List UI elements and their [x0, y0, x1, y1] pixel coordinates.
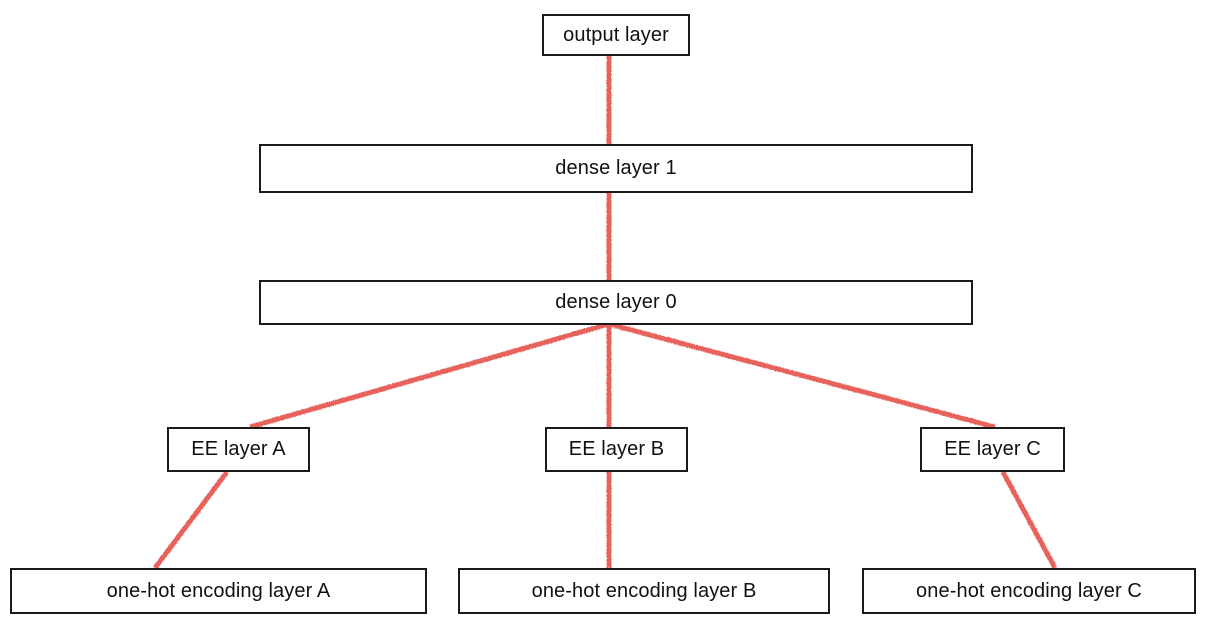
- node-ee-layer-c[interactable]: EE layer C: [920, 427, 1065, 472]
- node-one-hot-encoding-layer-c[interactable]: one-hot encoding layer C: [862, 568, 1196, 614]
- edge-ee-c-to-dense0: [608, 321, 996, 430]
- node-label: dense layer 1: [555, 157, 677, 179]
- edge-ee-a-to-dense0: [249, 321, 610, 430]
- node-label: EE layer C: [944, 438, 1041, 460]
- node-label: one-hot encoding layer A: [106, 579, 331, 602]
- node-dense-layer-0[interactable]: dense layer 0: [259, 280, 973, 325]
- node-output-layer[interactable]: output layer: [542, 14, 690, 56]
- node-ee-layer-b[interactable]: EE layer B: [545, 427, 688, 472]
- node-label: EE layer A: [191, 438, 286, 460]
- node-label: dense layer 0: [555, 291, 677, 313]
- edge-onehot-a-to-ee-a: [153, 470, 229, 570]
- node-ee-layer-a[interactable]: EE layer A: [167, 427, 310, 472]
- node-one-hot-encoding-layer-a[interactable]: one-hot encoding layer A: [10, 568, 427, 614]
- node-dense-layer-1[interactable]: dense layer 1: [259, 144, 973, 193]
- node-label: one-hot encoding layer C: [916, 579, 1142, 602]
- node-one-hot-encoding-layer-b[interactable]: one-hot encoding layer B: [458, 568, 830, 614]
- edge-onehot-c-to-ee-c: [1000, 470, 1058, 570]
- node-label: EE layer B: [568, 438, 665, 460]
- node-label: one-hot encoding layer B: [531, 579, 757, 602]
- node-label: output layer: [563, 23, 669, 46]
